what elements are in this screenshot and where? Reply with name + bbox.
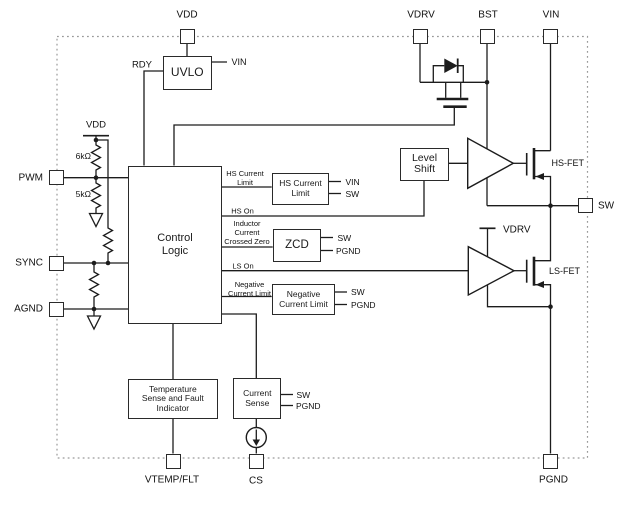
block-negative-current-limit: Negative Current Limit: [271, 284, 336, 316]
signal-inductor-current-crossed-zero: Inductor Current Crossed Zero: [224, 218, 270, 246]
pin-sync: [49, 255, 64, 271]
pin-vtemp-flt: [165, 453, 181, 469]
pin-sw: [578, 198, 593, 214]
gate-driver-symbols: [467, 137, 516, 297]
cs-sw-label: SW: [296, 389, 311, 400]
signal-hs-on: HS On: [231, 206, 254, 215]
pin-bst: [479, 29, 495, 44]
pin-vdd: [179, 29, 195, 44]
signal-negative-current-limit: Negative Current Limit: [228, 279, 271, 298]
current-sense-line2: Sense: [245, 397, 270, 408]
fet-symbols: [436, 97, 536, 286]
pin-label-vin: VIN: [542, 9, 560, 21]
ncl-pgnd-label: PGND: [351, 299, 376, 310]
signal-ls-on: LS On: [232, 261, 254, 270]
junction-dots: [91, 80, 553, 312]
pin-label-sw: SW: [598, 200, 615, 212]
zcd-pgnd-label: PGND: [336, 245, 361, 256]
resistor-5k-symbol: [90, 177, 102, 214]
block-current-sense: Current Sense: [233, 378, 282, 420]
block-hs-current-limit: HS Current Limit: [271, 172, 330, 205]
device-boundary: [56, 35, 589, 459]
zcd-label: ZCD: [285, 239, 309, 252]
bootstrap-diode-icon: [444, 58, 459, 73]
pin-label-vdrv: VDRV: [407, 9, 435, 21]
pin-agnd: [49, 301, 64, 317]
signal-hs-current-limit: HS Current Limit: [226, 169, 264, 187]
current-sense-line1: Current: [243, 388, 272, 399]
temp-sense-line3: Indicator: [156, 402, 190, 413]
control-logic-line1: Control: [157, 232, 193, 245]
hs-cl-sw-label: SW: [345, 188, 360, 199]
ncl-line2: Current Limit: [279, 298, 328, 309]
pin-pwm: [49, 170, 64, 186]
hs-driver-triangle-icon: [467, 137, 515, 190]
rdy-label: RDY: [131, 59, 152, 71]
pin-label-sync: SYNC: [15, 257, 43, 269]
ground-icon: [88, 212, 104, 228]
pin-vin: [543, 29, 558, 44]
block-zcd: ZCD: [272, 229, 322, 262]
pin-label-vtemp-flt: VTEMP/FLT: [144, 474, 200, 486]
vdd-rail-label: VDD: [85, 119, 107, 130]
block-control-logic: Control Logic: [128, 165, 222, 324]
level-shift-line1: Level: [411, 151, 438, 164]
hs-cl-vin-label: VIN: [345, 176, 360, 187]
uvlo-vin-label: VIN: [231, 57, 247, 67]
pin-label-vdd: VDD: [176, 9, 198, 21]
current-source-icon: [245, 426, 267, 449]
block-temperature-sense: Temperature Sense and Fault Indicator: [127, 379, 218, 419]
pin-label-cs: CS: [249, 475, 263, 486]
pin-cs: [248, 453, 264, 469]
temp-sense-line2: Sense and Fault: [141, 393, 204, 404]
pin-label-bst: BST: [478, 9, 498, 21]
pin-label-pgnd: PGND: [539, 474, 568, 485]
ncl-sw-label: SW: [351, 287, 365, 297]
sync-pulldown-resistor-symbol: [88, 263, 100, 309]
vdrv-rail-label: VDRV: [503, 224, 531, 236]
hs-cl-line2: Limit: [291, 187, 310, 198]
resistor-5k-label: 5kΩ: [75, 189, 91, 199]
cs-pgnd-label: PGND: [296, 400, 321, 411]
fet-source-arrows: [535, 173, 544, 288]
resistor-6k-label: 6kΩ: [75, 150, 91, 161]
ground-icon: [86, 315, 102, 331]
zcd-sw-label: SW: [337, 232, 352, 243]
hs-fet-label: HS-FET: [551, 158, 585, 168]
pin-pgnd: [543, 453, 558, 469]
pin-label-pwm: PWM: [18, 172, 43, 184]
temp-sense-line1: Temperature: [148, 383, 197, 394]
hs-cl-line1: HS Current: [279, 178, 322, 189]
level-shift-line2: Shift: [413, 163, 435, 176]
block-uvlo: UVLO: [163, 56, 212, 90]
pin-vdrv: [412, 29, 428, 44]
sync-pullup-resistor-symbol: [96, 139, 114, 263]
control-logic-line2: Logic: [161, 244, 189, 257]
uvlo-label: UVLO: [170, 65, 204, 80]
pin-label-agnd: AGND: [14, 303, 43, 315]
ls-driver-triangle-icon: [467, 245, 516, 297]
ls-fet-label: LS-FET: [549, 265, 581, 276]
ncl-line1: Negative: [286, 289, 321, 300]
block-level-shift: Level Shift: [400, 147, 449, 181]
resistor-6k-symbol: [90, 141, 102, 178]
